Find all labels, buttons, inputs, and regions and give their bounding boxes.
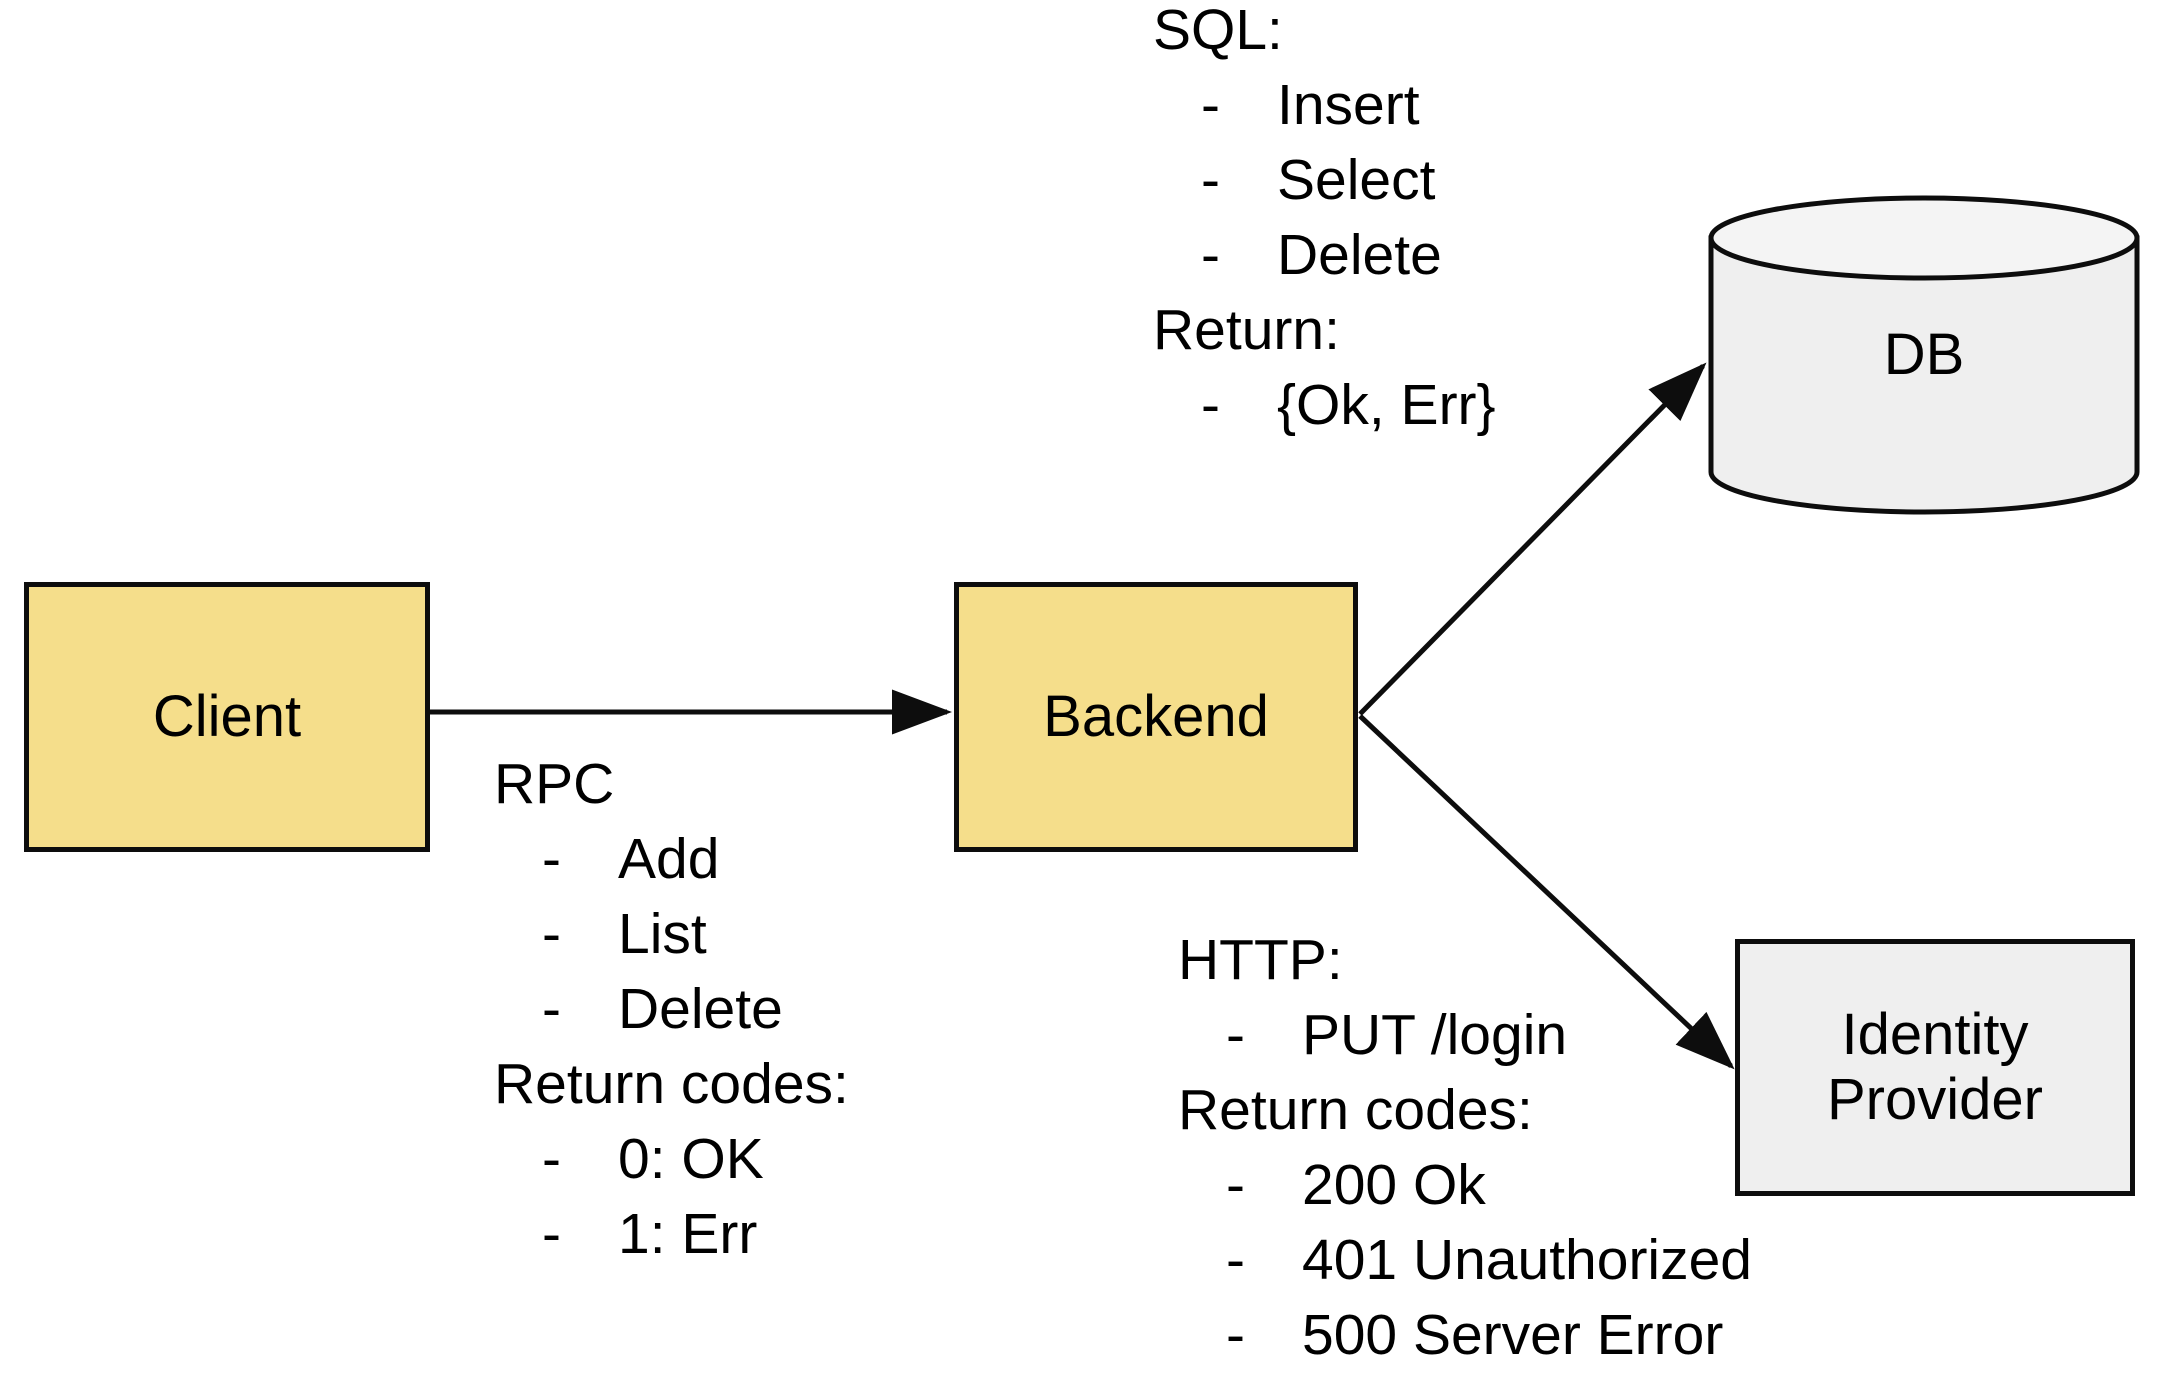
bullet-dash-icon: - — [542, 827, 561, 891]
annotation-rpc-item-label: Add — [618, 827, 720, 891]
annotation-sql-item-label: Insert — [1277, 73, 1420, 137]
annotation-rpc-return-item-label: 0: OK — [618, 1127, 764, 1191]
annotation-sql-item: - Insert — [1153, 77, 1496, 152]
bullet-dash-icon: - — [1201, 73, 1220, 137]
annotation-sql-return-heading: Return: — [1153, 298, 1340, 362]
annotation-http-item-label: PUT /login — [1302, 1003, 1568, 1067]
annotation-sql: SQL: - Insert - Select - Delete Return: … — [1153, 2, 1496, 452]
annotation-rpc-return-item: - 0: OK — [494, 1131, 849, 1206]
annotation-sql-item: - Select — [1153, 152, 1496, 227]
annotation-sql-item-label: Delete — [1277, 223, 1442, 287]
bullet-dash-icon: - — [1226, 1153, 1245, 1217]
database-cylinder-icon — [1708, 195, 2140, 515]
bullet-dash-icon: - — [1226, 1303, 1245, 1367]
annotation-rpc-item: - Delete — [494, 981, 849, 1056]
annotation-rpc-heading: RPC — [494, 752, 615, 816]
bullet-dash-icon: - — [1201, 373, 1220, 437]
bullet-dash-icon: - — [1201, 148, 1220, 212]
annotation-http-return-item: - 500 Server Error — [1178, 1307, 1752, 1382]
annotation-sql-item: - Delete — [1153, 227, 1496, 302]
annotation-rpc-item-label: List — [618, 902, 707, 966]
node-db[interactable]: DB — [1706, 195, 2142, 515]
annotation-http: HTTP: - PUT /login Return codes: - 200 O… — [1178, 932, 1752, 1382]
bullet-dash-icon: - — [542, 902, 561, 966]
annotation-rpc-item: - List — [494, 906, 849, 981]
bullet-dash-icon: - — [1226, 1003, 1245, 1067]
annotation-sql-heading: SQL: — [1153, 0, 1283, 62]
annotation-http-return-item-label: 500 Server Error — [1302, 1303, 1724, 1367]
annotation-rpc-return-item: - 1: Err — [494, 1206, 849, 1281]
node-backend[interactable]: Backend — [954, 582, 1358, 852]
annotation-http-return-heading: Return codes: — [1178, 1078, 1533, 1142]
bullet-dash-icon: - — [542, 977, 561, 1041]
annotation-http-return-item-label: 401 Unauthorized — [1302, 1228, 1752, 1292]
bullet-dash-icon: - — [1201, 223, 1220, 287]
node-client-label: Client — [152, 683, 302, 749]
bullet-dash-icon: - — [542, 1202, 561, 1266]
annotation-sql-return-item: - {Ok, Err} — [1153, 377, 1496, 452]
node-identity-provider[interactable]: Identity Provider — [1735, 939, 2135, 1196]
node-identity-provider-label: Identity Provider — [1827, 1001, 2043, 1132]
annotation-http-return-item: - 401 Unauthorized — [1178, 1232, 1752, 1307]
annotation-rpc: RPC - Add - List - Delete Return codes: … — [494, 756, 849, 1281]
annotation-http-return-item: - 200 Ok — [1178, 1157, 1752, 1232]
bullet-dash-icon: - — [1226, 1228, 1245, 1292]
node-db-label: DB — [1883, 321, 1965, 387]
annotation-http-item: - PUT /login — [1178, 1007, 1752, 1082]
annotation-http-return-item-label: 200 Ok — [1302, 1153, 1486, 1217]
annotation-rpc-return-heading: Return codes: — [494, 1052, 849, 1116]
annotation-rpc-return-item-label: 1: Err — [618, 1202, 758, 1266]
annotation-rpc-item-label: Delete — [618, 977, 783, 1041]
annotation-rpc-item: - Add — [494, 831, 849, 906]
bullet-dash-icon: - — [542, 1127, 561, 1191]
node-client[interactable]: Client — [24, 582, 430, 852]
annotation-sql-return-item-label: {Ok, Err} — [1277, 373, 1496, 437]
annotation-sql-item-label: Select — [1277, 148, 1436, 212]
annotation-http-heading: HTTP: — [1178, 928, 1343, 992]
node-backend-label: Backend — [1043, 683, 1269, 749]
